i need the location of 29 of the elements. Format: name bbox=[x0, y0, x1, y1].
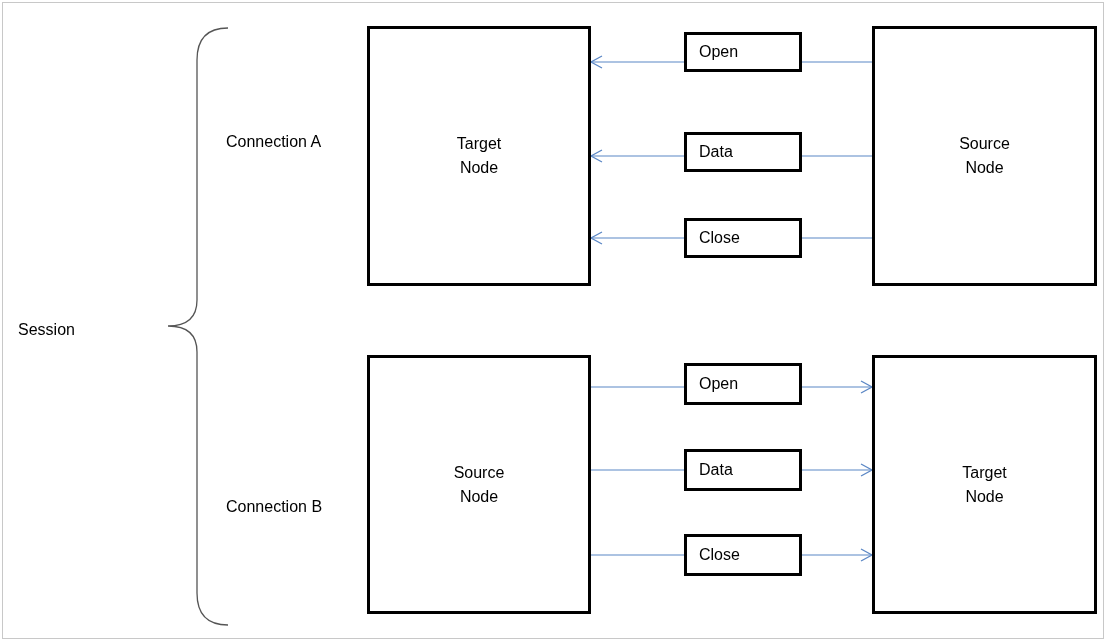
arrow bbox=[801, 380, 873, 394]
node-label: Source Node bbox=[452, 462, 506, 507]
message-label: Data bbox=[699, 142, 733, 162]
arrow bbox=[801, 548, 873, 562]
node-box bbox=[367, 26, 591, 286]
message-box bbox=[684, 132, 802, 172]
message-label: Open bbox=[699, 42, 739, 62]
node-box bbox=[367, 355, 591, 614]
group-label: Connection A bbox=[226, 132, 322, 152]
arrow bbox=[590, 231, 685, 245]
arrow bbox=[801, 463, 873, 477]
group-label: Connection B bbox=[226, 497, 323, 517]
group-label: Session bbox=[18, 320, 75, 340]
message-box bbox=[684, 449, 802, 491]
message-box bbox=[684, 32, 802, 72]
node-label: Source Node bbox=[958, 134, 1011, 178]
node-label: Target Node bbox=[961, 462, 1008, 507]
node-label: Target Node bbox=[455, 134, 503, 178]
message-box bbox=[684, 363, 802, 405]
node-box bbox=[872, 355, 1097, 614]
message-label: Data bbox=[699, 460, 733, 480]
message-box bbox=[684, 534, 802, 576]
arrow bbox=[590, 149, 685, 163]
message-label: Close bbox=[699, 228, 740, 248]
message-box bbox=[684, 218, 802, 258]
arrow bbox=[590, 55, 685, 69]
message-label: Open bbox=[699, 374, 739, 394]
node-box bbox=[872, 26, 1097, 286]
message-label: Close bbox=[699, 545, 740, 565]
